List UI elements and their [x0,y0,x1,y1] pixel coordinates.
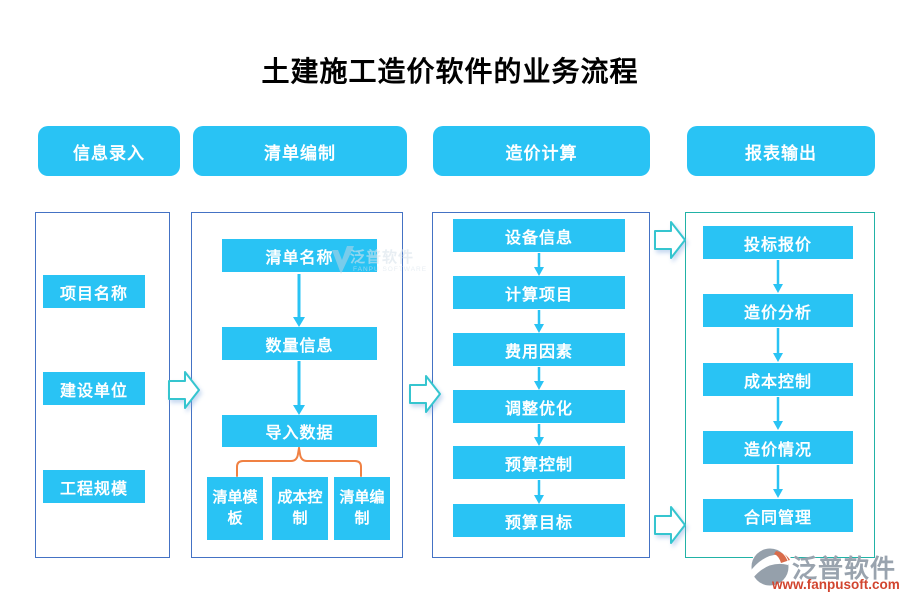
node-list-name: 清单名称 [222,239,377,272]
node-cost-factors: 费用因素 [453,333,625,366]
node-project-scale: 工程规模 [43,470,145,503]
brand-watermark-url: www.fanpusoft.com [772,577,900,592]
node-construction-unit: 建设单位 [43,372,145,405]
node-adjust-optimize: 调整优化 [453,390,625,423]
page-title: 土建施工造价软件的业务流程 [261,56,639,87]
header-list-compilation: 清单编制 [193,126,407,176]
node-bid-quotation: 投标报价 [703,226,853,259]
header-report-output: 报表输出 [687,126,875,176]
node-list-template: 清单模板 [207,477,263,540]
node-contract-mgmt: 合同管理 [703,499,853,532]
arrow-col3-col4-bottom [654,506,686,544]
node-budget-control: 预算控制 [453,446,625,479]
node-calc-items: 计算项目 [453,276,625,309]
inline-watermark-brand: 泛普软件 [350,249,415,266]
inline-watermark-brand-en: FANPU SOFTWARE [353,266,428,273]
node-cost-analysis: 造价分析 [703,294,853,327]
node-list-compile-branch: 清单编制 [334,477,390,540]
inline-watermark: 泛普软件 FANPU SOFTWARE [330,240,426,285]
inline-watermark-logo-icon [332,246,354,274]
arrow-col3-col4-top [654,221,686,259]
node-cost-status: 造价情况 [703,431,853,464]
header-info-entry: 信息录入 [38,126,180,176]
node-project-name: 项目名称 [43,275,145,308]
node-import-data: 导入数据 [222,415,377,447]
node-cost-control: 成本控制 [703,363,853,396]
node-quantity-info: 数量信息 [222,327,377,360]
node-cost-control-branch: 成本控制 [272,477,328,540]
header-cost-calculation: 造价计算 [433,126,650,176]
node-budget-target: 预算目标 [453,504,625,537]
brand-watermark-text: 泛普软件 [792,555,897,583]
node-equipment-info: 设备信息 [453,219,625,252]
